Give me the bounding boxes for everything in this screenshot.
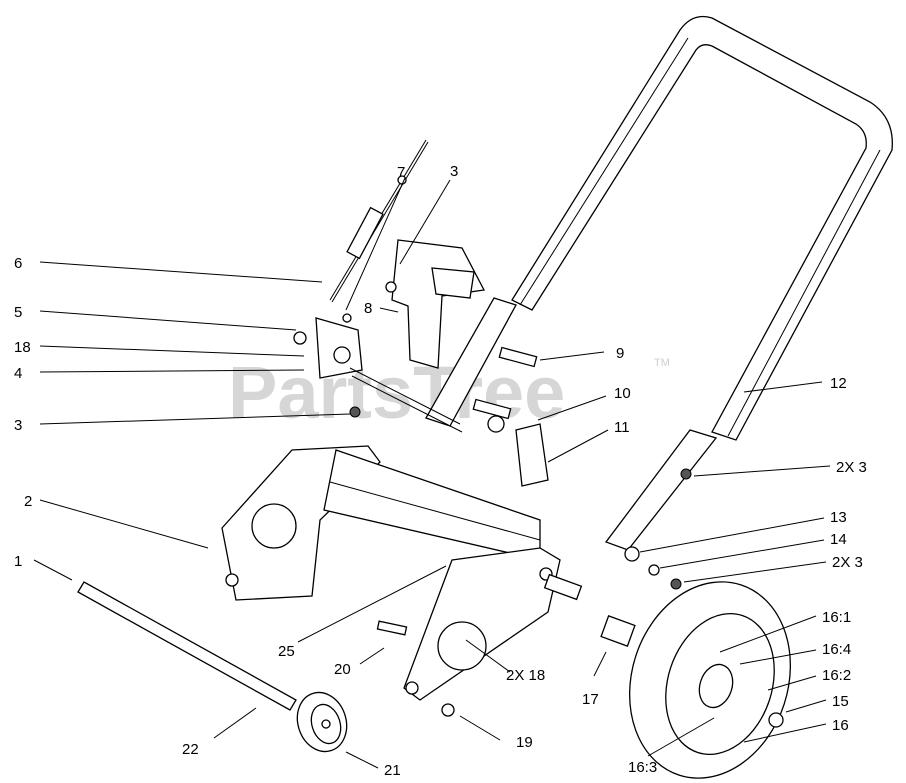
callout-6: 6 — [14, 255, 22, 272]
callout-10: 10 — [614, 385, 631, 402]
callout-3-bracket: 3 — [450, 163, 458, 180]
shift-bracket-part — [385, 239, 486, 369]
handle-part — [425, 15, 893, 551]
callout-25: 25 — [278, 643, 295, 660]
axle-part — [77, 581, 297, 711]
hardware-part — [376, 468, 692, 717]
small-wheel-part — [296, 691, 348, 753]
callout-2x18: 2X 18 — [506, 667, 545, 684]
callout-2x3-handle: 2X 3 — [836, 459, 867, 476]
callout-2x3-nut: 2X 3 — [832, 554, 863, 571]
watermark: PartsTree — [228, 351, 565, 434]
frame-part — [221, 445, 541, 601]
callout-16: 16 — [832, 717, 849, 734]
callout-11: 11 — [614, 419, 630, 436]
callout-16-4: 16:4 — [822, 641, 851, 658]
callout-7: 7 — [397, 164, 405, 181]
callout-17: 17 — [582, 691, 599, 708]
leader-lines — [33, 177, 831, 769]
side-plate-part — [403, 547, 561, 701]
large-tire-part — [628, 581, 792, 779]
callout-2: 2 — [24, 493, 32, 510]
axle-spacer-part — [543, 573, 636, 647]
callout-1: 1 — [14, 553, 22, 570]
callout-3-shaft: 3 — [14, 417, 22, 434]
callout-8: 8 — [364, 300, 372, 317]
shaft-assembly-part — [293, 313, 549, 487]
watermark-tm: TM — [654, 357, 670, 369]
callout-14: 14 — [830, 531, 847, 548]
callout-16-1: 16:1 — [822, 609, 851, 626]
callout-15: 15 — [832, 693, 849, 710]
callout-12: 12 — [830, 375, 847, 392]
callout-labels: 6 7 3 5 8 18 9 4 12 10 3 11 2X 3 2 13 14… — [14, 163, 867, 779]
callout-16-3: 16:3 — [628, 759, 657, 776]
callout-19: 19 — [516, 734, 533, 751]
callout-13: 13 — [830, 509, 847, 526]
callout-18: 18 — [14, 339, 31, 356]
callout-5: 5 — [14, 304, 22, 321]
callout-21: 21 — [384, 762, 401, 779]
callout-9: 9 — [616, 345, 624, 362]
callout-16-2: 16:2 — [822, 667, 851, 684]
control-rod-part — [329, 139, 429, 303]
callout-22: 22 — [182, 741, 199, 758]
callout-20: 20 — [334, 661, 351, 678]
callout-4: 4 — [14, 365, 22, 382]
